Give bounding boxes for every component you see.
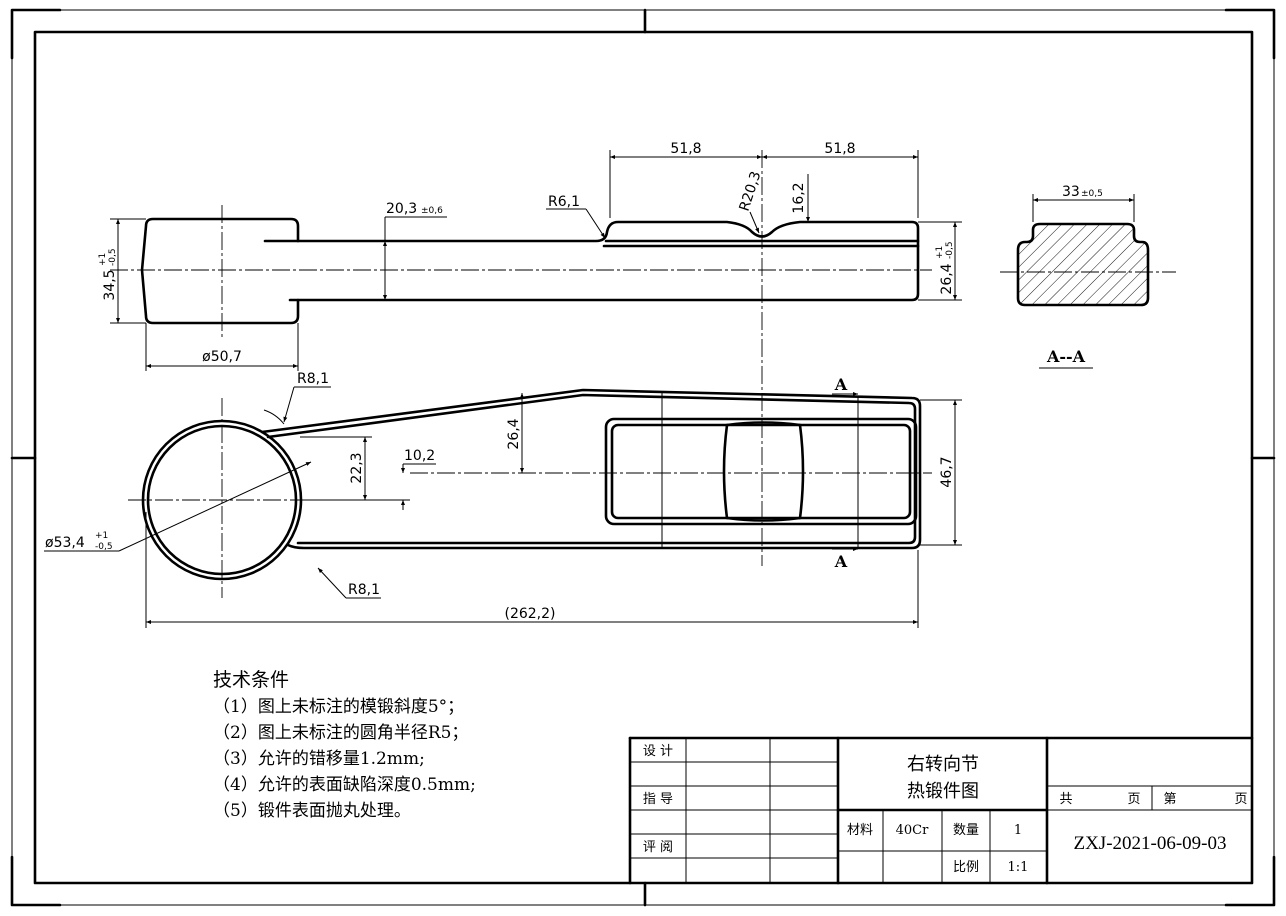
tol-lower-boss-height: -0,5 [108, 248, 118, 266]
tol-text-arm-thickness: ±0,6 [421, 206, 443, 216]
quantity-value: 1 [1014, 823, 1022, 838]
leader-upper-fillet [283, 386, 295, 423]
scale-label: 比例 [953, 860, 979, 875]
designer-label: 设 计 [643, 744, 673, 759]
quantity-label: 数量 [953, 823, 979, 838]
sheet-suffix: 页 [1234, 792, 1247, 807]
section-view-a-a: 33 ±0,5 A--A [1000, 184, 1176, 369]
leader-hub-diameter [118, 461, 312, 552]
window-rib-top-edge [725, 421, 802, 427]
dim-text-small-offset: 10,2 [404, 448, 435, 464]
corner-mark-top-left [10, 8, 62, 60]
tol-upper-block-height: +1 [935, 246, 945, 259]
dim-text-fillet-radius: R6,1 [548, 194, 580, 210]
reviewer-label: 评 阅 [643, 840, 673, 855]
tol-upper-boss-height: +1 [98, 253, 108, 266]
dim-text-arm-offset: 26,4 [506, 418, 522, 449]
sheets-total-prefix: 共 [1059, 792, 1072, 807]
advisor-label: 指 导 [643, 792, 673, 807]
corner-mark-bottom-right [1224, 855, 1276, 907]
arm-inner-contour [266, 393, 917, 545]
dim-text-block-height: 26,4 [939, 263, 955, 294]
corner-mark-bottom-left [10, 855, 62, 907]
dim-text-lower-fillet: R8,1 [348, 582, 380, 598]
tol-lower-block-height: -0,5 [945, 241, 955, 259]
dim-text-upper-fillet: R8,1 [297, 371, 329, 387]
dim-text-boss-height: 34,5 [102, 269, 118, 300]
scale-value: 1:1 [1008, 860, 1029, 875]
dim-text-section-width: 33 [1062, 184, 1080, 200]
dim-text-right-width: 51,8 [824, 141, 855, 157]
material-value: 40Cr [896, 823, 929, 838]
plan-view: A A 46,7 26,4 22,3 10,2 R8,1 R8,1 ø5 [44, 371, 962, 628]
window-rib-right-edge [798, 423, 805, 520]
note-item: （1）图上未标注的模锻斜度5°； [213, 697, 464, 717]
leader-notch-radius [749, 211, 760, 234]
arc-upper-fillet [263, 409, 285, 425]
note-item: （2）图上未标注的圆角半径R5； [213, 723, 468, 743]
sheet-prefix: 第 [1163, 792, 1176, 807]
dim-text-hub-diameter: ø53,4 [45, 535, 85, 551]
arm-and-block-outline [263, 220, 920, 302]
dim-text-boss-diameter: ø50,7 [202, 349, 242, 365]
note-item: （3）允许的错移量1.2mm; [213, 749, 425, 769]
drawing-number: ZXJ-2021-06-09-03 [1073, 833, 1226, 854]
tol-text-section-width: ±0,5 [1081, 189, 1103, 199]
title-block: 设 计 指 导 评 阅 右转向节 热锻件图 材料 40Cr 数量 1 比例 1:… [628, 736, 1254, 885]
window-outer-edge [604, 417, 918, 526]
section-marker-top: A [834, 375, 848, 394]
leader-lower-fillet [317, 567, 347, 599]
tol-upper-hub-diameter: +1 [95, 531, 108, 541]
note-item: （4）允许的表面缺陷深度0.5mm; [213, 775, 476, 795]
arm-outer-contour [260, 388, 922, 550]
sheets-total-suffix: 页 [1127, 792, 1140, 807]
material-label: 材料 [847, 823, 873, 838]
section-hatched-profile [1016, 222, 1150, 307]
dim-text-arm-thickness: 20,3 [386, 201, 417, 217]
part-name: 右转向节 [907, 754, 979, 775]
note-item: （5）锻件表面抛丸处理。 [213, 801, 411, 821]
notes-heading: 技术条件 [213, 669, 289, 691]
section-title: A--A [1046, 347, 1086, 366]
front-view: 51,8 51,8 R20,3 16,2 20,3 ±0,6 R6,1 34,5… [98, 141, 962, 371]
dim-text-hub-offset: 22,3 [349, 452, 365, 483]
window-rib-bottom-edge [725, 516, 802, 522]
corner-mark-top-right [1224, 8, 1276, 60]
sheet-frame [10, 8, 1276, 907]
tol-lower-hub-diameter: -0,5 [95, 542, 113, 552]
drawing-type: 热锻件图 [907, 781, 979, 802]
dim-text-notch-radius: R20,3 [737, 169, 765, 213]
dim-text-overall-length: (262,2) [504, 606, 555, 622]
leader-fillet-radius [585, 208, 606, 239]
dim-text-block-width: 46,7 [939, 456, 955, 487]
outer-border [11, 9, 1275, 906]
dim-text-notch-depth: 16,2 [791, 182, 807, 213]
dim-text-left-width: 51,8 [670, 141, 701, 157]
boss-outline [140, 217, 300, 325]
section-marker-bottom: A [834, 552, 848, 571]
window-rib-left-edge [722, 423, 729, 520]
technical-notes: 技术条件 （1）图上未标注的模锻斜度5°； （2）图上未标注的圆角半径R5； （… [213, 669, 476, 821]
window-inner-edge [610, 423, 912, 520]
